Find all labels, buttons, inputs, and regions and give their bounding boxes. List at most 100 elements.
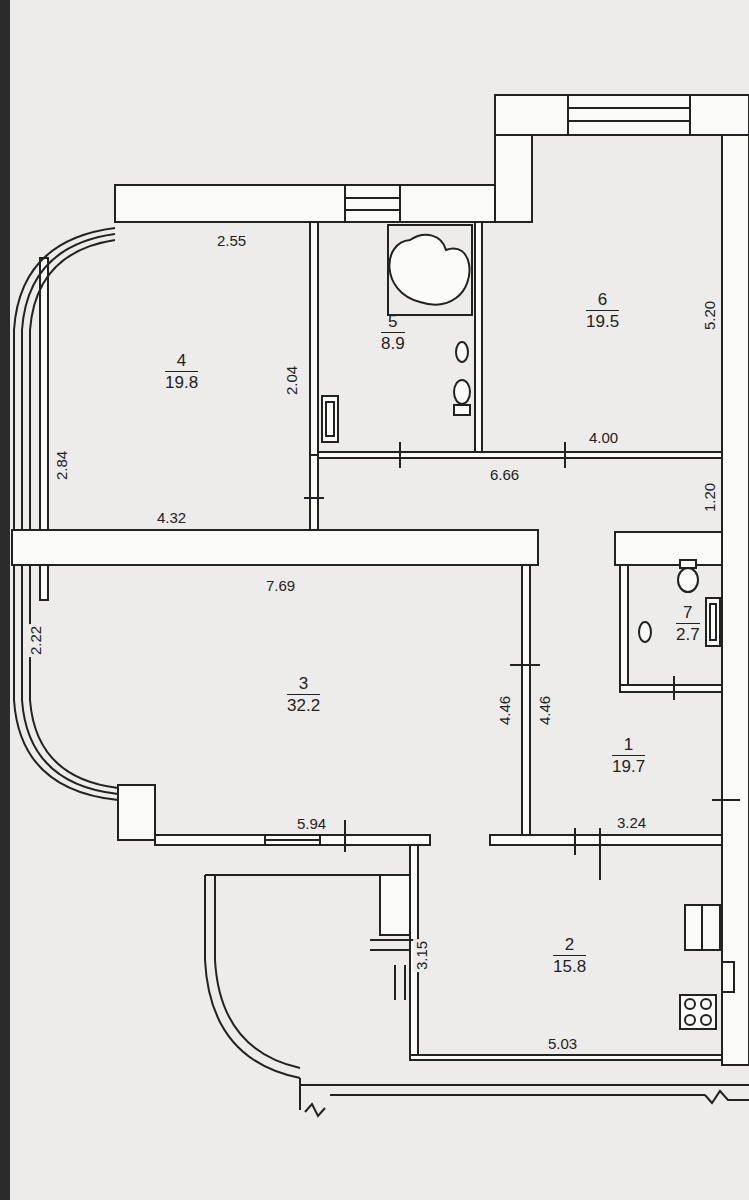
wall xyxy=(310,222,318,455)
balcony xyxy=(205,875,300,1078)
outer-wall-line xyxy=(300,1085,749,1116)
room-area: 2.7 xyxy=(676,624,700,646)
door-tick xyxy=(712,799,740,801)
window xyxy=(568,95,690,135)
bay-window xyxy=(30,240,115,530)
balcony xyxy=(299,1078,301,1110)
fixture xyxy=(680,995,716,1029)
wall xyxy=(115,185,495,222)
window xyxy=(265,835,320,845)
wall xyxy=(155,835,430,845)
wall xyxy=(410,1055,722,1060)
dimension-label: 4.32 xyxy=(155,509,188,526)
door-tick xyxy=(344,820,346,852)
window xyxy=(568,120,690,122)
wall xyxy=(40,565,48,600)
room-number: 1 xyxy=(612,735,645,756)
balcony xyxy=(404,965,406,1000)
wall xyxy=(620,685,722,692)
fixture xyxy=(388,225,472,315)
fixture xyxy=(389,235,469,305)
window xyxy=(568,107,690,109)
bay-window xyxy=(14,228,115,530)
room-label: 332.2 xyxy=(283,672,324,719)
door-tick xyxy=(304,497,324,499)
room-label: 119.7 xyxy=(608,733,649,780)
door-tick xyxy=(599,828,601,880)
dimension-label: 5.20 xyxy=(701,299,718,332)
wall xyxy=(12,530,538,565)
balcony xyxy=(215,875,300,1068)
balcony xyxy=(205,875,410,1110)
window xyxy=(265,95,690,845)
room-number: 2 xyxy=(553,935,586,956)
door-tick xyxy=(510,664,540,666)
dimension-label: 5.94 xyxy=(295,815,328,832)
window xyxy=(265,839,320,841)
door-tick xyxy=(304,442,740,940)
fixture xyxy=(322,225,734,1029)
fixture xyxy=(685,999,695,1009)
outer-wall-line xyxy=(330,1094,705,1096)
dimension-label: 2.55 xyxy=(215,232,248,249)
dimension-label: 4.46 xyxy=(496,694,513,727)
room-label: 58.9 xyxy=(377,310,409,357)
balcony xyxy=(205,874,380,876)
fixture xyxy=(454,380,470,404)
dimension-label: 7.69 xyxy=(264,577,297,594)
dimension-label: 4.46 xyxy=(536,694,553,727)
wall xyxy=(522,565,530,835)
room-label: 619.5 xyxy=(582,288,623,335)
dimension-label: 3.15 xyxy=(413,939,430,972)
room-area: 19.8 xyxy=(165,372,198,394)
door-tick xyxy=(574,828,576,855)
balcony xyxy=(394,965,396,1000)
outer-wall-line xyxy=(705,1091,749,1103)
window xyxy=(345,209,400,211)
fixture xyxy=(701,1015,711,1025)
bay-window xyxy=(30,565,118,788)
fixture xyxy=(685,1015,695,1025)
outer-wall-line xyxy=(300,1084,749,1086)
wall xyxy=(118,785,155,840)
balcony xyxy=(370,949,410,951)
room-label: 215.8 xyxy=(549,933,590,980)
fixture xyxy=(706,598,720,646)
fixture xyxy=(326,402,334,436)
room-number: 6 xyxy=(586,290,619,311)
room-area: 19.5 xyxy=(586,311,619,333)
wall xyxy=(490,835,722,845)
room-number: 7 xyxy=(676,603,700,624)
fixture xyxy=(680,560,696,568)
wall xyxy=(615,532,722,565)
door-tick xyxy=(564,442,566,468)
dimension-label: 2.84 xyxy=(53,449,70,482)
wall xyxy=(310,455,318,530)
dimension-label: 6.66 xyxy=(488,466,521,483)
bay-window xyxy=(22,234,115,530)
room-area: 32.2 xyxy=(287,695,320,717)
window xyxy=(345,185,400,222)
room-area: 19.7 xyxy=(612,756,645,778)
bay-window xyxy=(22,565,118,794)
wall xyxy=(318,452,722,458)
room-number: 4 xyxy=(165,351,198,372)
dimension-label: 5.03 xyxy=(546,1035,579,1052)
room-number: 5 xyxy=(381,312,405,333)
room-area: 8.9 xyxy=(381,333,405,355)
fixture xyxy=(722,962,734,992)
wall xyxy=(40,258,48,530)
wall xyxy=(495,95,749,135)
window xyxy=(345,197,400,199)
outer-wall-line xyxy=(305,1104,325,1116)
dimension-label: 2.04 xyxy=(283,364,300,397)
door-tick xyxy=(673,676,675,700)
room-number: 3 xyxy=(287,674,320,695)
wall xyxy=(12,95,749,1065)
door-tick xyxy=(399,442,401,468)
fixture xyxy=(454,405,470,415)
room-label: 419.8 xyxy=(161,349,202,396)
dimension-label: 4.00 xyxy=(587,429,620,446)
wall xyxy=(620,565,628,690)
